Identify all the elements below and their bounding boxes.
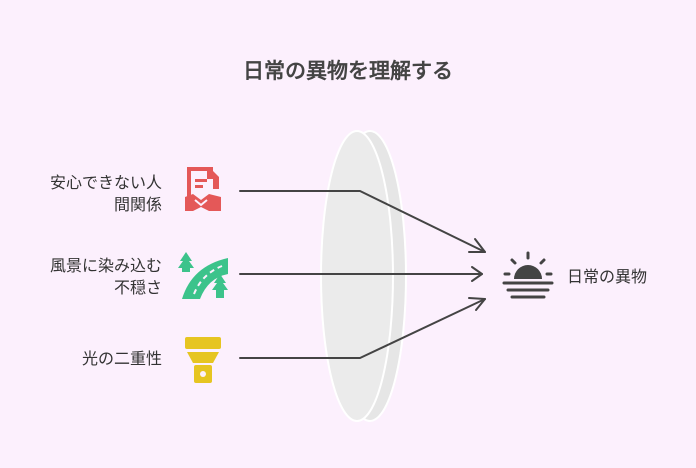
input-label-line: 安心できない人 bbox=[49, 173, 162, 192]
lens-front bbox=[320, 130, 394, 422]
output-label: 日常の異物 bbox=[567, 267, 648, 286]
arrow-bottom bbox=[239, 298, 486, 359]
forest-road-icon bbox=[178, 252, 228, 299]
arrowhead-middle bbox=[471, 266, 483, 282]
arrowhead-top bbox=[468, 238, 486, 253]
sunset-icon bbox=[502, 251, 554, 299]
input-label-line: 間関係 bbox=[113, 195, 162, 214]
input-label-line: 風景に染み込む bbox=[49, 256, 162, 275]
input-label-landscape: 風景に染み込む 不穏さ bbox=[12, 255, 162, 299]
input-label-relationships: 安心できない人 間関係 bbox=[12, 172, 162, 216]
contract-handshake-icon bbox=[185, 167, 221, 211]
diagram-title: 日常の異物を理解する bbox=[243, 59, 453, 83]
input-label-line: 光の二重性 bbox=[81, 349, 162, 368]
arrow-top bbox=[239, 190, 486, 253]
input-label-light: 光の二重性 bbox=[12, 348, 162, 370]
input-label-line: 不穏さ bbox=[113, 278, 162, 297]
flashlight-icon bbox=[185, 337, 221, 383]
arrowhead-bottom bbox=[468, 297, 486, 311]
